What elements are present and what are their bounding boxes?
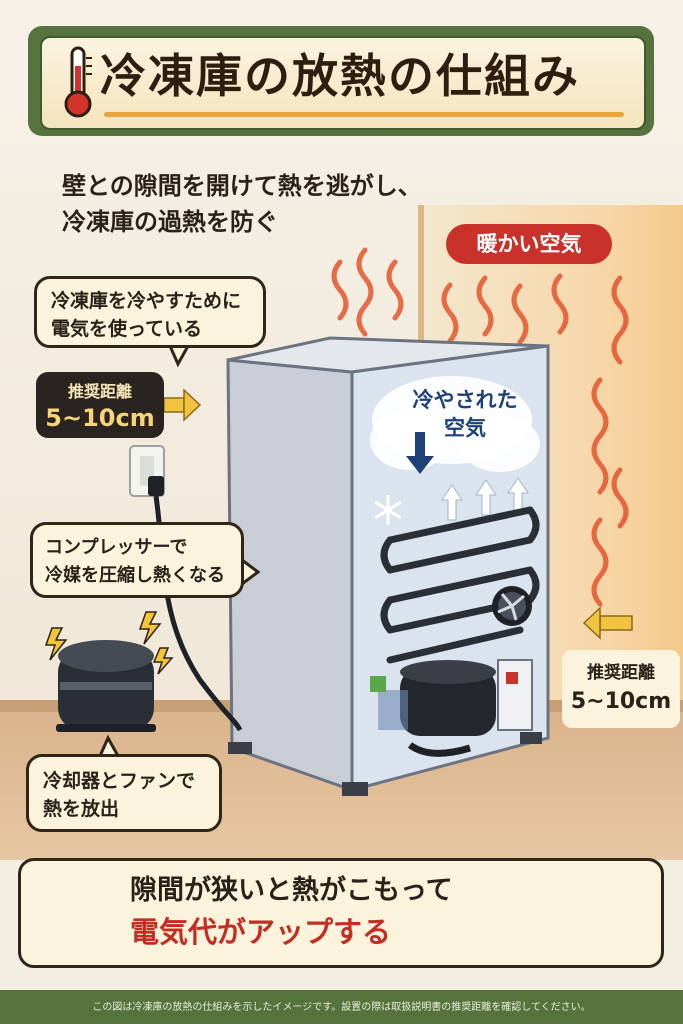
callout-electricity-line-2: 電気を使っている bbox=[51, 318, 203, 340]
subtitle-line-1: 壁との隙間を開けて熱を逃がし、 bbox=[62, 172, 422, 200]
warm-air-label: 暖かい空気 bbox=[446, 224, 612, 264]
snowflake-icon bbox=[374, 495, 402, 525]
warning-line-2: 電気代がアップする bbox=[130, 915, 392, 949]
warning-line-1: 隙間が狭いと熱がこもって bbox=[130, 875, 453, 906]
subtitle: 壁との隙間を開けて熱を逃がし、 冷凍庫の過熱を防ぐ bbox=[62, 168, 482, 240]
recommended-distance-left: 推奨距離 5~10cm bbox=[36, 372, 164, 438]
page-title: 冷凍庫の放熱の仕組み bbox=[100, 49, 580, 103]
cold-air-label: 冷やされた 空気 bbox=[400, 386, 530, 442]
subtitle-line-2: 冷凍庫の過熱を防ぐ bbox=[62, 208, 278, 236]
callout-compressor-line-2: 冷媒を圧縮し熱くなる bbox=[45, 565, 225, 586]
callout-compressor-line-1: コンプレッサーで bbox=[45, 537, 188, 558]
arrow-down-icon bbox=[406, 432, 434, 474]
compressor-in-freezer bbox=[370, 659, 533, 736]
callout-condenser: 冷却器とファンで 熱を放出 bbox=[26, 754, 222, 832]
fan-icon bbox=[492, 586, 532, 626]
callout-condenser-line-1: 冷却器とファンで bbox=[43, 770, 196, 792]
warning-box bbox=[18, 858, 664, 968]
distance-left-label: 推奨距離 bbox=[67, 382, 132, 401]
callout-compressor: コンプレッサーで 冷媒を圧縮し熱くなる bbox=[30, 522, 244, 598]
callout-condenser-line-2: 熱を放出 bbox=[43, 798, 120, 820]
distance-left-value: 5~10cm bbox=[45, 404, 155, 432]
arrow-left-icon bbox=[582, 606, 633, 640]
thermometer-icon bbox=[64, 46, 92, 118]
arrow-right-icon bbox=[163, 388, 202, 422]
recommended-distance-right: 推奨距離 5~10cm bbox=[562, 650, 680, 728]
distance-right-label: 推奨距離 bbox=[587, 663, 655, 683]
callout-electricity-line-1: 冷凍庫を冷やすために bbox=[51, 290, 242, 312]
compressor-illustration bbox=[56, 640, 156, 732]
cold-air-label-line-1: 冷やされた bbox=[412, 388, 518, 412]
distance-right-value: 5~10cm bbox=[570, 689, 672, 714]
arrow-up-icon bbox=[441, 477, 529, 521]
lightning-icon bbox=[44, 611, 174, 675]
callout-electricity: 冷凍庫を冷やすために 電気を使っている bbox=[34, 276, 266, 348]
heat-wave-icon bbox=[331, 247, 629, 607]
outlet-icon bbox=[129, 445, 165, 497]
title-underline bbox=[104, 112, 624, 117]
condenser-coil bbox=[380, 506, 540, 664]
cold-air-label-line-2: 空気 bbox=[444, 416, 486, 440]
footer-bar bbox=[0, 990, 683, 1024]
footer-text: この図は冷凍庫の放熱の仕組みを示したイメージです。設置の際は取扱説明書の推奨距離… bbox=[92, 1002, 591, 1013]
